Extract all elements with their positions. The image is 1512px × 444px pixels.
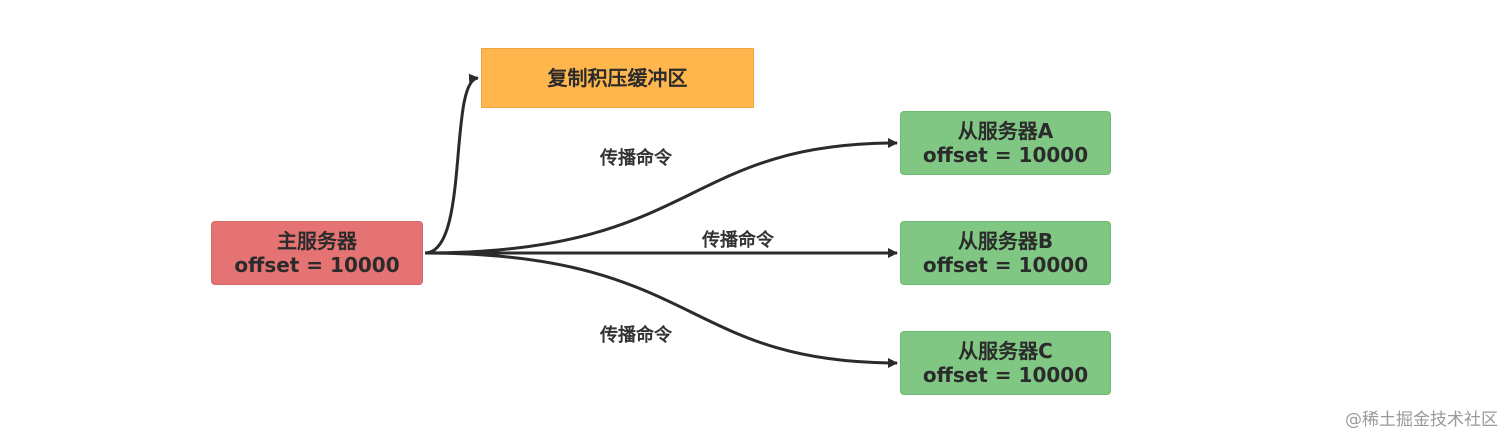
replication-backlog-label: 复制积压缓冲区 <box>547 66 688 90</box>
master-server-node: 主服务器 offset = 10000 <box>211 221 423 285</box>
slave-server-b-offset: offset = 10000 <box>922 253 1089 277</box>
edge-label-to-slave-a: 传播命令 <box>600 148 672 169</box>
replication-backlog-node: 复制积压缓冲区 <box>481 48 754 108</box>
slave-server-a-title: 从服务器A <box>957 119 1054 143</box>
slave-server-c-node: 从服务器C offset = 10000 <box>900 331 1111 395</box>
slave-server-c-offset: offset = 10000 <box>922 363 1089 387</box>
watermark-text: @稀土掘金技术社区 <box>1345 410 1498 430</box>
slave-server-c-title: 从服务器C <box>958 339 1053 363</box>
edge-master-to-buffer <box>424 73 479 255</box>
master-server-offset: offset = 10000 <box>234 253 400 277</box>
slave-server-a-offset: offset = 10000 <box>922 143 1089 167</box>
edge-label-to-slave-b: 传播命令 <box>702 230 774 251</box>
edge-master-to-slave-c <box>424 251 898 368</box>
edge-label-to-slave-c: 传播命令 <box>600 325 672 346</box>
edge-master-to-slave-a <box>424 138 898 255</box>
slave-server-b-title: 从服务器B <box>957 229 1054 253</box>
master-server-title: 主服务器 <box>277 229 357 253</box>
slave-server-a-node: 从服务器A offset = 10000 <box>900 111 1111 175</box>
slave-server-b-node: 从服务器B offset = 10000 <box>900 221 1111 285</box>
